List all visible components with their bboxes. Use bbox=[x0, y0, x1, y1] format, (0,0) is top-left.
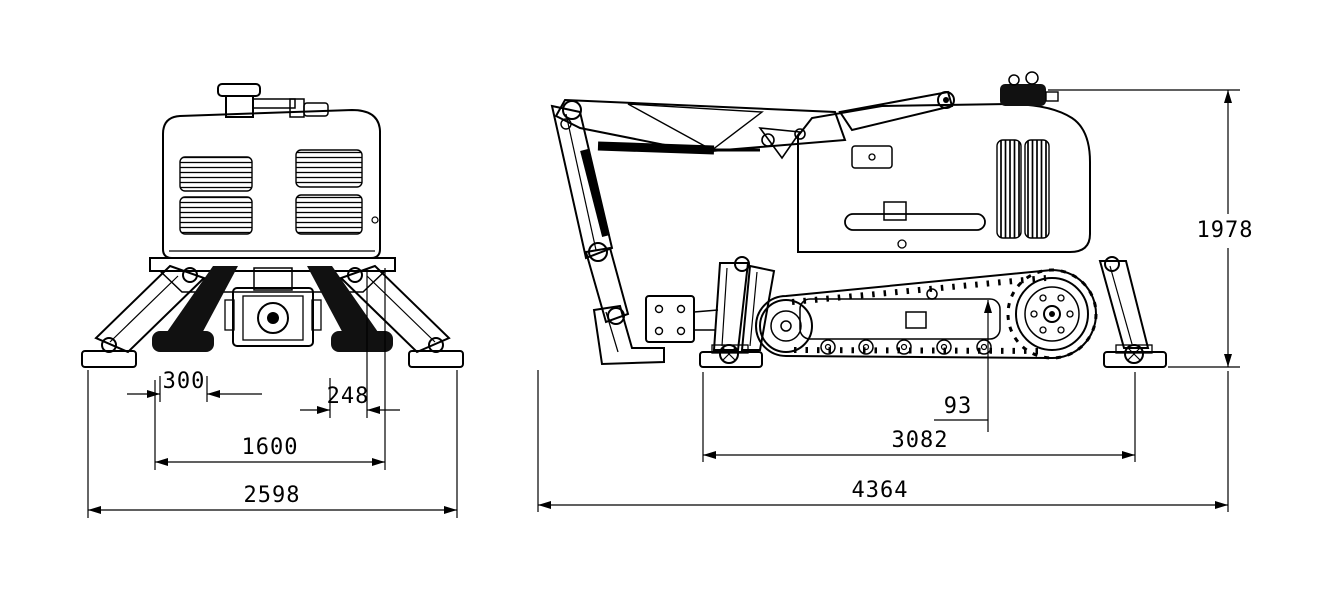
dimension-label-1600: 1600 bbox=[242, 435, 299, 460]
outrigger-front-right bbox=[339, 264, 464, 368]
vent-grilles-front bbox=[179, 149, 363, 235]
exhaust-cap bbox=[1000, 84, 1046, 106]
engine-housing bbox=[162, 108, 381, 259]
outrigger-side-front bbox=[699, 256, 776, 368]
front-view bbox=[81, 83, 464, 368]
dimension-3082: 3082 bbox=[702, 372, 1136, 462]
turret bbox=[224, 267, 322, 347]
dimension-label-1978: 1978 bbox=[1197, 218, 1254, 243]
outrigger-side-rear bbox=[1098, 256, 1167, 368]
dimension-1978: 1978 bbox=[1048, 89, 1254, 368]
dimension-1600: 1600 bbox=[154, 268, 386, 470]
dimension-label-300: 300 bbox=[163, 369, 206, 394]
inner-braces bbox=[152, 266, 393, 352]
crawler-track bbox=[755, 268, 1098, 360]
dimension-2598: 2598 bbox=[87, 370, 458, 518]
dimension-label-4364: 4364 bbox=[852, 478, 909, 503]
outrigger-front-left bbox=[81, 264, 206, 368]
front-view-dimensions: 300 248 1600 2598 bbox=[87, 268, 458, 518]
dimension-label-3082: 3082 bbox=[892, 428, 949, 453]
dimension-label-248: 248 bbox=[327, 384, 370, 409]
exhaust-stack bbox=[217, 83, 329, 118]
dimension-248: 248 bbox=[300, 268, 400, 418]
dimension-label-2598: 2598 bbox=[244, 483, 301, 508]
deck bbox=[149, 257, 396, 293]
dimension-93: 93 bbox=[934, 300, 992, 432]
body-housing bbox=[797, 71, 1091, 253]
side-view-dimensions: 93 3082 4364 1978 bbox=[537, 89, 1254, 512]
track-frame bbox=[799, 298, 1001, 340]
side-view bbox=[550, 71, 1167, 368]
boom-arm bbox=[550, 90, 955, 325]
dimension-label-93: 93 bbox=[944, 394, 973, 419]
tool-attachment bbox=[592, 295, 719, 366]
drive-sprocket bbox=[1006, 268, 1098, 360]
dimension-300: 300 bbox=[127, 369, 262, 402]
side-plug bbox=[371, 216, 379, 224]
vent-grille-side bbox=[996, 139, 1050, 239]
dimension-4364: 4364 bbox=[537, 370, 1229, 512]
idler-wheel bbox=[759, 299, 813, 353]
